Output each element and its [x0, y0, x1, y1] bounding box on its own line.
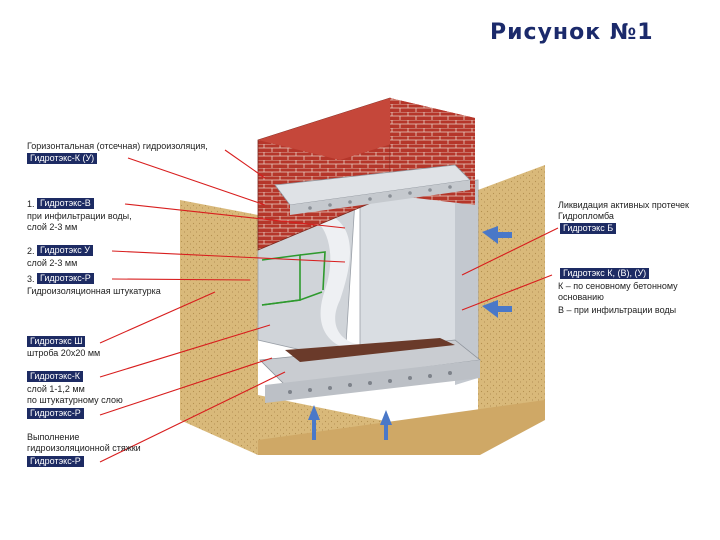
- item1-line1: при инфильтрации воды,: [27, 211, 132, 221]
- slab-holes: [288, 371, 452, 394]
- item2-prefix: 2.: [27, 246, 35, 256]
- k-tag: Гидротэкс-К: [27, 371, 83, 382]
- top-slab-front: [290, 180, 470, 215]
- leak-tag: Гидротэкс Б: [560, 223, 617, 234]
- item3-prefix: 3.: [27, 274, 35, 284]
- waterproof-coating: [318, 215, 360, 350]
- base-slab: [265, 360, 480, 403]
- kvu-line1: К – по сеновному бетонному: [558, 281, 678, 291]
- k-line1: слой 1-1,2 мм: [27, 384, 85, 394]
- kvu-line3: В – при инфильтрации воды: [558, 305, 677, 315]
- leak-line1: Ликвидация активных протечек: [558, 200, 689, 210]
- kvu-tag: Гидротэкс К, (В), (У): [560, 268, 650, 279]
- item2-line1: слой 2-3 мм: [27, 258, 78, 268]
- horizontal-caption: Горизонтальная (отсечная) гидроизоляция,: [27, 141, 208, 151]
- sh-tag: Гидротэкс Ш: [27, 336, 86, 347]
- item1-prefix: 1.: [27, 199, 35, 209]
- soil-bottom-front: [258, 400, 545, 455]
- floor-coating: [285, 338, 455, 362]
- item3-line1: Гидроизоляционная штукатурка: [27, 286, 161, 296]
- screed-line2: гидроизоляционной стяжки: [27, 443, 141, 453]
- kvu-line2: основанию: [558, 292, 604, 302]
- item3-tag: Гидротэкс-Р: [37, 273, 94, 284]
- r-tag: Гидротэкс-Р: [27, 408, 84, 419]
- soil-left: [180, 200, 258, 455]
- right-wall: [455, 180, 478, 385]
- leader-lines: [99, 149, 559, 463]
- k-line2: по штукатурному слою: [27, 395, 123, 405]
- soil-back: [478, 165, 545, 440]
- item1-tag: Гидротэкс-В: [37, 198, 94, 209]
- horizontal-tag: Гидротэкс-К (У): [27, 153, 98, 164]
- shtroba-grid: [261, 251, 326, 306]
- figure-title: Рисунок №1: [490, 20, 654, 45]
- leak-line2: Гидропломба: [558, 211, 614, 221]
- sh-line1: штроба 20x20 мм: [27, 348, 101, 358]
- screed-tag: Гидротэкс-Р: [27, 456, 84, 467]
- item2-tag: Гидротэкс У: [37, 245, 93, 256]
- screed-line1: Выполнение: [27, 432, 80, 442]
- item1-line2: слой 2-3 мм: [27, 222, 78, 232]
- water-arrows: [308, 226, 512, 440]
